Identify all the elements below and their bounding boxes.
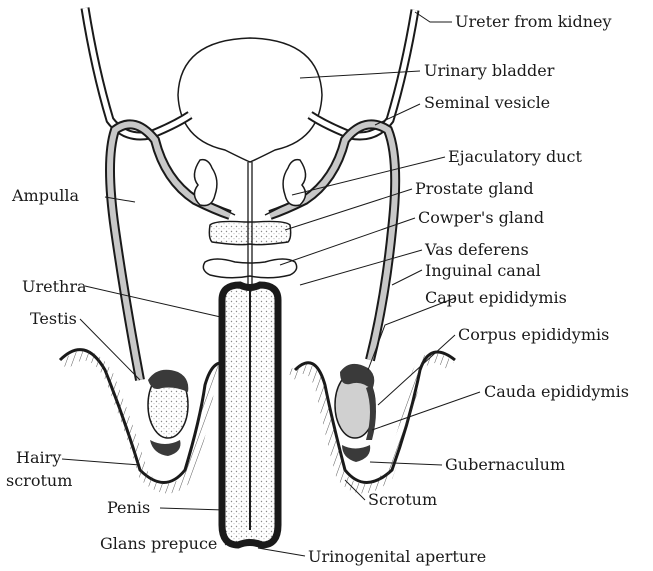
label-gubernaculum: Gubernaculum bbox=[445, 456, 565, 474]
right-seminal-vesicle bbox=[283, 160, 305, 206]
left-testis bbox=[148, 370, 188, 456]
label-corpus-epididymis: Corpus epididymis bbox=[458, 326, 609, 344]
label-cowpers-gland: Cowper's gland bbox=[418, 209, 544, 227]
left-ureter bbox=[85, 8, 190, 136]
right-testis bbox=[335, 364, 376, 462]
label-glans-prepuce: Glans prepuce bbox=[100, 535, 217, 553]
label-ejaculatory-duct: Ejaculatory duct bbox=[448, 148, 582, 166]
label-vas-deferens: Vas deferens bbox=[425, 241, 529, 259]
label-ureter: Ureter from kidney bbox=[455, 13, 612, 31]
label-cauda-epididymis: Cauda epididymis bbox=[484, 383, 629, 401]
label-ampulla: Ampulla bbox=[12, 187, 79, 205]
label-penis: Penis bbox=[107, 499, 150, 517]
label-testis: Testis bbox=[30, 310, 77, 328]
label-seminal-vesicle: Seminal vesicle bbox=[424, 94, 550, 112]
label-urinogenital-aperture: Urinogenital aperture bbox=[308, 548, 486, 566]
label-hairy: Hairy bbox=[16, 449, 61, 467]
label-inguinal-canal: Inguinal canal bbox=[425, 262, 541, 280]
left-seminal-vesicle bbox=[194, 160, 216, 206]
cowpers-gland bbox=[203, 259, 296, 278]
urinary-bladder bbox=[178, 38, 322, 162]
label-urethra: Urethra bbox=[22, 278, 87, 296]
label-caput-epididymis: Caput epididymis bbox=[425, 289, 567, 307]
label-urinary-bladder: Urinary bladder bbox=[424, 62, 554, 80]
right-ureter bbox=[310, 10, 415, 136]
label-scrotum-left: scrotum bbox=[6, 472, 72, 490]
left-vas-deferens bbox=[110, 124, 230, 380]
label-scrotum: Scrotum bbox=[368, 491, 437, 509]
label-prostate-gland: Prostate gland bbox=[415, 180, 534, 198]
prostate-gland bbox=[209, 221, 290, 244]
